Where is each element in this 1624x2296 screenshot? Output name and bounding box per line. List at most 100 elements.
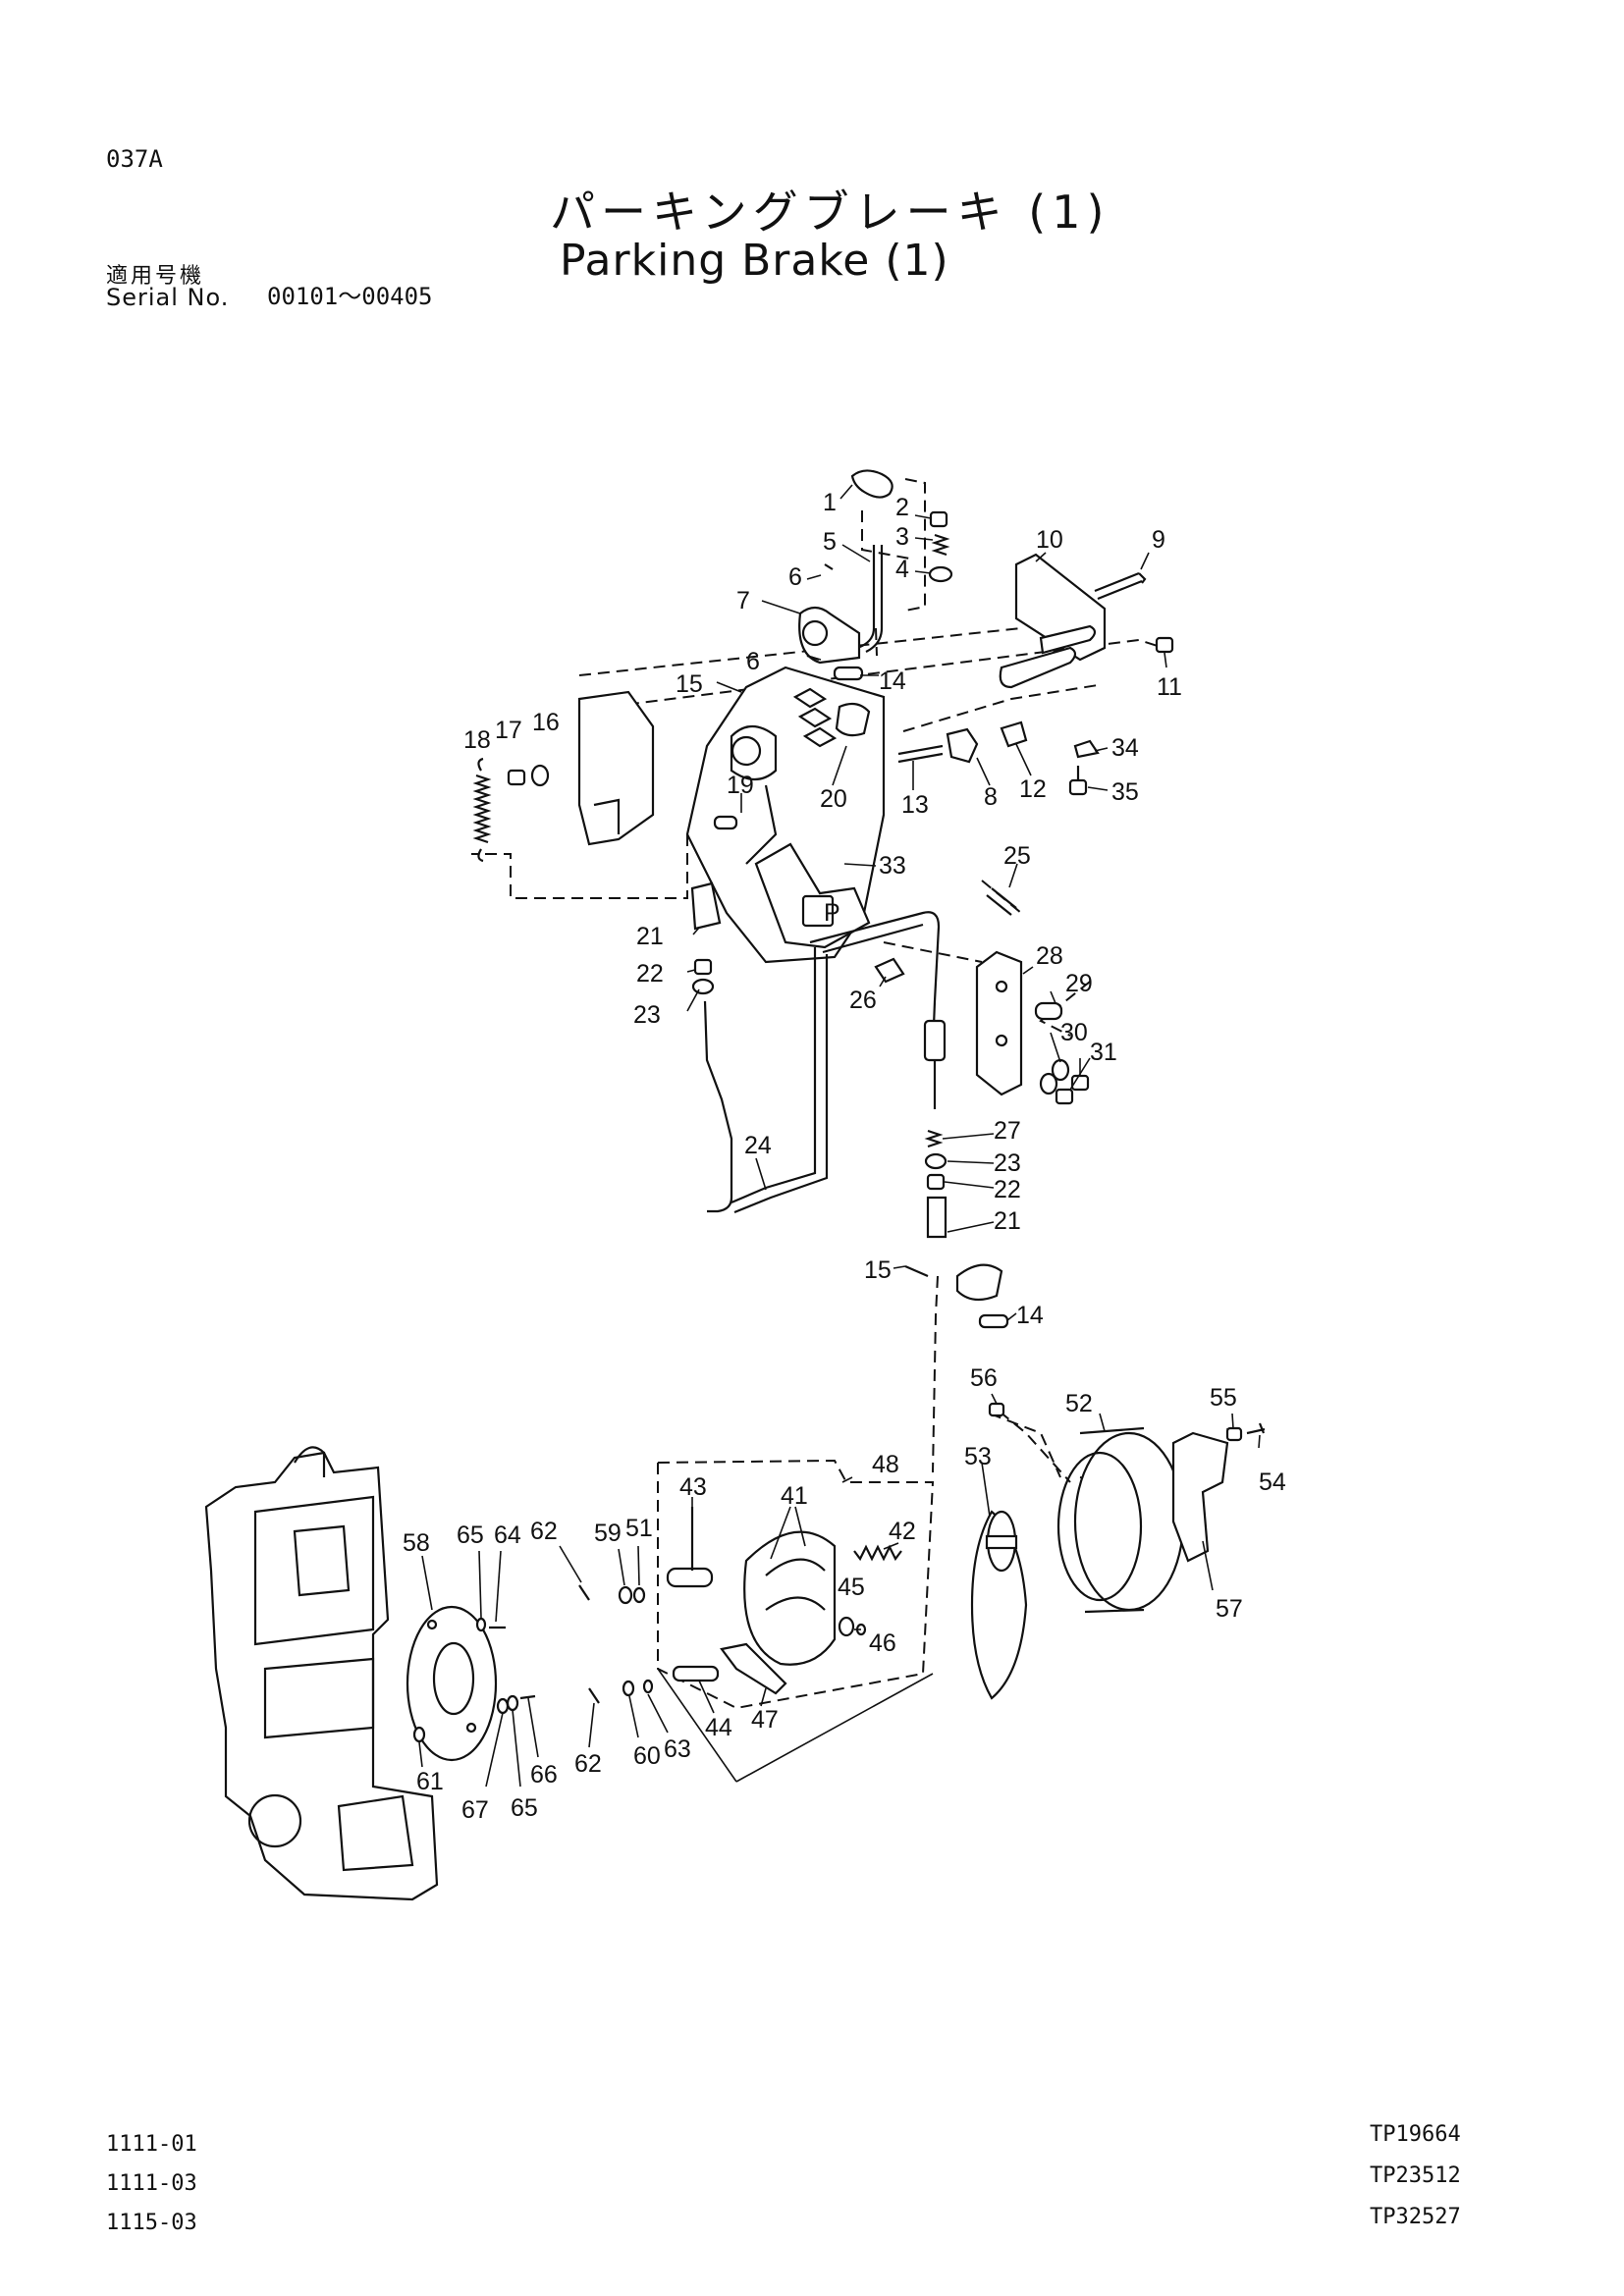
part-label: 35 (1111, 778, 1139, 806)
part-label: 58 (403, 1529, 430, 1557)
part-label: 55 (1210, 1384, 1237, 1412)
part-label: 46 (869, 1629, 896, 1657)
part-label: 17 (495, 717, 522, 744)
yoke-part-21-lower (926, 1196, 947, 1239)
nut-part-22-lower (926, 1173, 946, 1191)
part-label: 12 (1019, 775, 1047, 803)
part-label: 22 (636, 960, 664, 988)
part-label: 13 (901, 791, 929, 819)
cable-part-24 (703, 911, 947, 1214)
page-code: 037A (106, 145, 163, 173)
pedal-part-33 (685, 666, 886, 964)
part-label: 2 (895, 494, 909, 521)
nut-part-22-upper (693, 958, 713, 976)
part-label: 25 (1003, 842, 1031, 870)
part-label: 60 (633, 1742, 661, 1770)
serial-label-japanese: 適用号機 (106, 264, 205, 289)
page-title-japanese: パーキングブレーキ (1) (550, 186, 1110, 239)
nut-part-56 (988, 1402, 1005, 1417)
part-label: 61 (416, 1768, 444, 1795)
part-label: 65 (457, 1522, 484, 1549)
clip-part-12 (1000, 721, 1028, 748)
part-label: 14 (879, 667, 906, 695)
spring-part-42 (853, 1544, 902, 1562)
part-label: 1 (823, 489, 837, 516)
cover-plate (577, 690, 655, 846)
part-label: 53 (964, 1443, 992, 1470)
bracket-part-8 (946, 727, 979, 764)
washer-part-60 (622, 1680, 635, 1697)
footer-code-left-2: 1111-03 (106, 2171, 197, 2196)
part-label: 44 (705, 1714, 732, 1741)
clip-part-34 (1073, 739, 1100, 759)
bolt-part-9 (1094, 571, 1147, 601)
rod-end-part-27 (924, 1129, 944, 1148)
part-label: 51 (625, 1515, 653, 1542)
washer-part-51 (632, 1586, 646, 1604)
part-label: 52 (1065, 1390, 1093, 1417)
washer-part-16 (530, 764, 550, 787)
pin-part-19 (713, 815, 738, 830)
serial-range: 00101～00405 (267, 283, 433, 310)
part-label: 64 (494, 1522, 521, 1549)
part-label: 57 (1216, 1595, 1243, 1623)
part-label: 54 (1259, 1468, 1286, 1496)
nut-part-55 (1225, 1426, 1243, 1442)
footer-code-right-3: TP32527 (1370, 2205, 1461, 2229)
part-label: 62 (530, 1518, 558, 1545)
bracket-part-7 (798, 606, 861, 665)
part-label: 29 (1065, 970, 1093, 997)
lever-plate-part-14 (955, 1263, 1009, 1329)
part-label: 21 (636, 923, 664, 950)
part-label: 47 (751, 1706, 779, 1734)
part-label: 67 (461, 1796, 489, 1824)
footer-code-right-1: TP19664 (1370, 2122, 1461, 2147)
part-label: 30 (1060, 1019, 1088, 1046)
part-label: 15 (676, 670, 703, 698)
bolt-part-26 (874, 957, 905, 984)
part-label: 8 (984, 783, 998, 811)
part-label: 21 (994, 1207, 1021, 1235)
part-label: 6 (746, 648, 760, 675)
washer-part-59 (618, 1585, 633, 1605)
part-label: 42 (889, 1518, 916, 1545)
washer-part-65-upper (475, 1617, 487, 1632)
bolt-part-54 (1246, 1422, 1266, 1435)
part-label: 34 (1111, 734, 1139, 762)
serial-label: Serial No. (106, 284, 230, 311)
brake-drum-part-52 (1056, 1426, 1185, 1614)
bolt-part-62-lower (588, 1687, 600, 1704)
part-label: 18 (463, 726, 491, 754)
pedal-mark: P (824, 899, 840, 927)
part-label: 43 (679, 1473, 707, 1501)
washers-part-30 (1039, 1058, 1070, 1095)
rod-part-5 (845, 545, 884, 655)
bolt-part-13 (897, 744, 944, 764)
spring-part-18 (472, 757, 492, 863)
pin-part-15-lower (904, 1264, 929, 1278)
part-label: 9 (1152, 526, 1165, 554)
washer-part-23-lower (924, 1152, 947, 1170)
lever-part-47 (720, 1642, 787, 1695)
part-label: 63 (664, 1735, 691, 1763)
part-label: 45 (838, 1574, 865, 1601)
footer-code-left-1: 1111-01 (106, 2132, 197, 2157)
part-label: 11 (1157, 673, 1182, 701)
part-label: 23 (994, 1149, 1021, 1177)
knob-part-1 (850, 469, 893, 499)
bolt-part-25 (986, 887, 1017, 916)
part-label: 23 (633, 1001, 661, 1029)
part-label: 41 (781, 1482, 808, 1510)
dust-cover-part-57 (1171, 1431, 1229, 1563)
part-label: 28 (1036, 942, 1063, 970)
washers-part-65-67 (496, 1694, 536, 1715)
pin-part-14-upper (833, 666, 864, 681)
part-label: 65 (511, 1794, 538, 1822)
part-label: 26 (849, 987, 877, 1014)
page-title: Parking Brake (1) (560, 236, 949, 286)
hub-part-53 (970, 1510, 1028, 1700)
nut-part-17 (507, 769, 526, 786)
part-label: 15 (864, 1256, 892, 1284)
brake-shoe-part-41 (743, 1530, 837, 1666)
